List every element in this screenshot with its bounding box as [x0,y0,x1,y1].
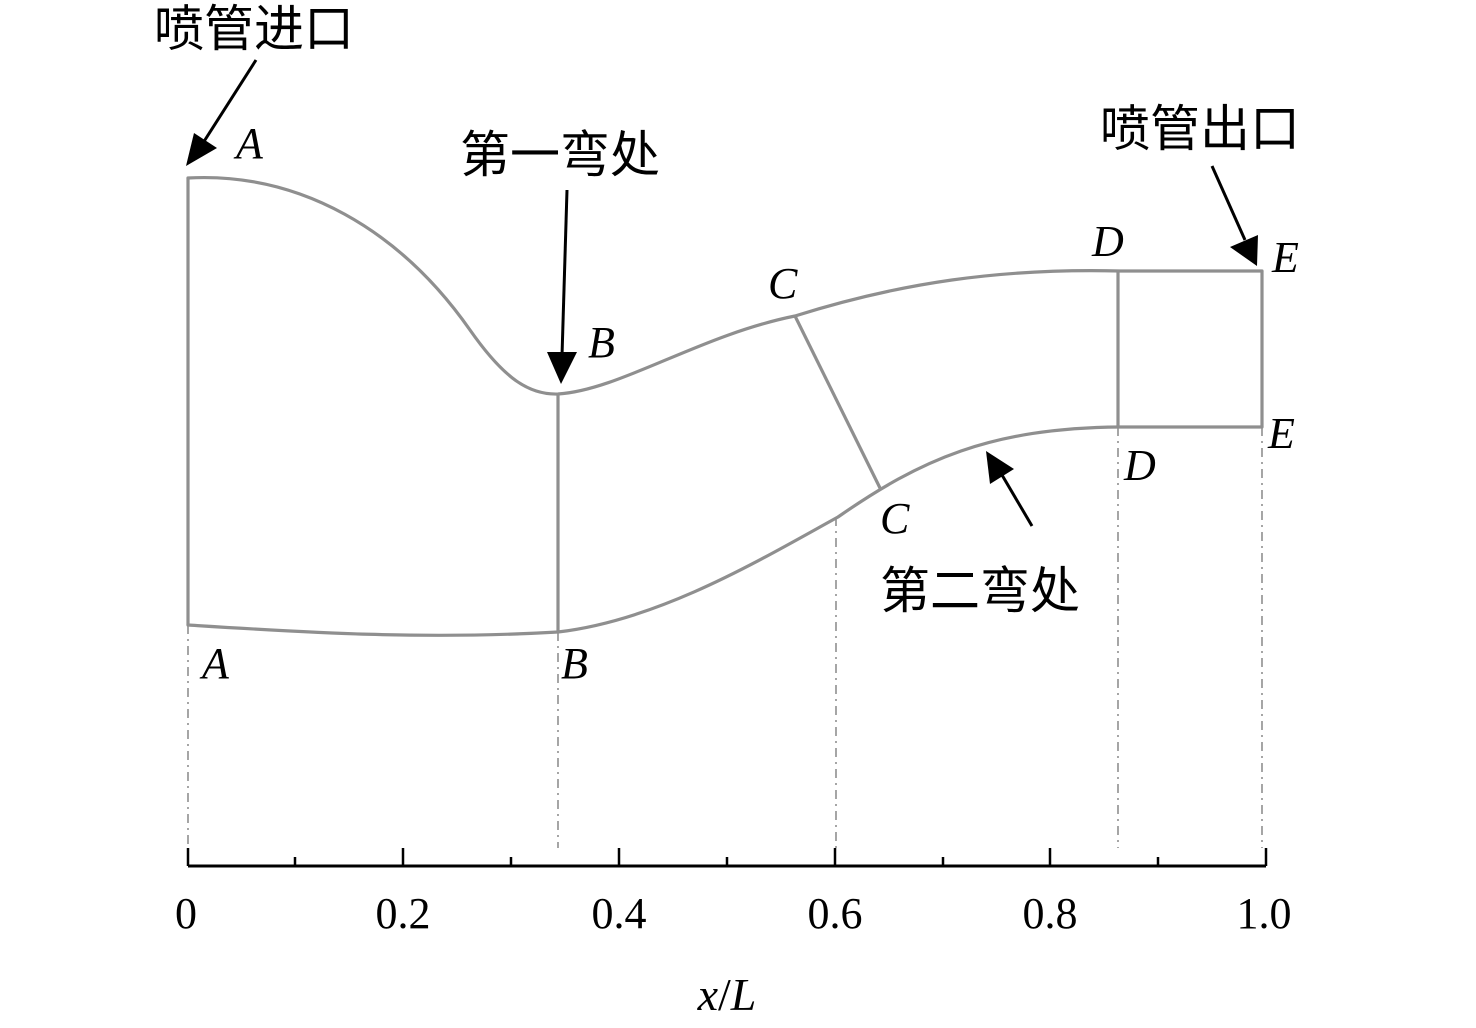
section-CC [793,315,882,489]
x-axis: 0 0.2 0.4 0.6 0.8 1.0 x/L [175,848,1292,1020]
point-label-B-top: B [588,318,615,367]
point-label-A-top: A [233,119,264,168]
outlet-arrow [1210,165,1258,266]
tick-label: 0.6 [808,889,863,938]
x-axis-label-len: L [730,969,757,1020]
tick-label: 1.0 [1237,889,1292,938]
point-label-D-top: D [1091,217,1124,266]
outlet-label: 喷管出口 [1100,101,1300,157]
inlet-label: 喷管进口 [154,1,354,57]
tick-label: 0.2 [376,889,431,938]
lower-wall [186,425,1264,637]
point-label-A-bottom: A [199,639,230,688]
second-bend-arrow [986,451,1034,527]
first-bend-label: 第一弯处 [460,127,660,183]
point-label-E-bottom: E [1267,409,1295,458]
point-label-C-bottom: C [880,494,910,543]
point-label-C-top: C [768,259,798,308]
inlet-arrow [186,59,258,166]
x-axis-label-sep: / [718,969,731,1020]
point-label-E-top: E [1271,233,1299,282]
x-axis-label-var: x [697,969,719,1020]
tick-label: 0 [175,889,197,938]
second-bend-label: 第二弯处 [880,563,1080,619]
point-label-D-bottom: D [1123,441,1156,490]
tick-label: 0.4 [592,889,647,938]
first-bend-arrow [547,189,577,384]
x-axis-label: x/L [697,969,757,1020]
point-label-B-bottom: B [561,639,588,688]
tick-label: 0.8 [1023,889,1078,938]
upper-wall [186,175,1264,396]
